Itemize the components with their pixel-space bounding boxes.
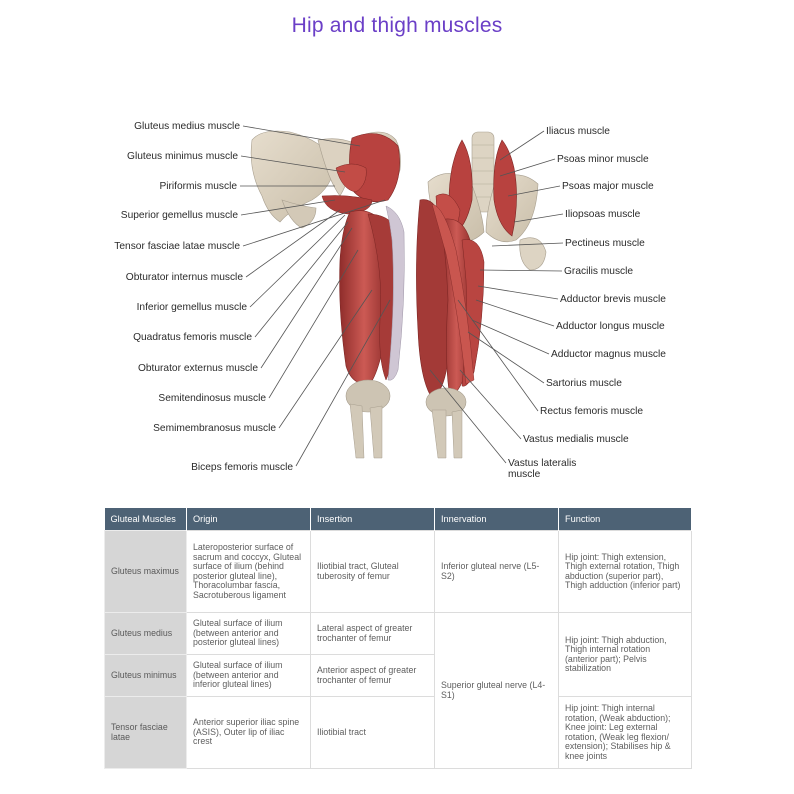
label-obturator-internus: Obturator internus muscle [126, 272, 244, 283]
cell-origin: Gluteal surface of ilium (between anteri… [186, 612, 311, 655]
label-semimembranosus: Semimembranosus muscle [153, 423, 276, 434]
left-leader-lines [240, 125, 391, 467]
label-piriformis: Piriformis muscle [159, 181, 237, 192]
gluteal-muscles-table: Gluteal Muscles Origin Insertion Innerva… [104, 508, 692, 769]
label-tensor-fasciae-latae: Tensor fasciae latae muscle [114, 241, 240, 252]
cell-origin: Gluteal surface of ilium (between anteri… [186, 654, 311, 697]
cell-origin: Lateroposterior surface of sacrum and co… [186, 530, 311, 613]
label-biceps-femoris: Biceps femoris muscle [191, 462, 293, 473]
row-header-gluteus-medius: Gluteus medius [104, 612, 187, 655]
table-row: Gluteus medius Gluteal surface of ilium … [104, 612, 692, 769]
anatomy-illustration: Gluteus medius muscle Gluteus minimus mu… [114, 121, 666, 480]
posterior-view-figure [250, 130, 405, 459]
label-obturator-externus: Obturator externus muscle [138, 363, 258, 374]
left-labels: Gluteus medius muscle Gluteus minimus mu… [114, 121, 293, 473]
cell-insertion: Iliotibial tract [310, 696, 435, 769]
cell-insertion: Lateral aspect of greater trochanter of … [310, 612, 435, 655]
label-gluteus-minimus: Gluteus minimus muscle [127, 151, 238, 162]
label-inferior-gemellus: Inferior gemellus muscle [137, 302, 248, 313]
cell-innervation: Inferior gluteal nerve (L5-S2) [434, 530, 559, 613]
table-header-row: Gluteal Muscles Origin Insertion Innerva… [104, 508, 692, 531]
cell-origin: Anterior superior iliac spine (ASIS), Ou… [186, 696, 311, 769]
cell-function: Hip joint: Thigh internal rotation, (Wea… [558, 696, 692, 769]
anterior-view-figure [416, 131, 547, 459]
row-header-gluteus-minimus: Gluteus minimus [104, 654, 187, 697]
row-header-tensor-fasciae-latae: Tensor fasciae latae [104, 696, 187, 769]
header-gluteal-muscles: Gluteal Muscles [104, 508, 187, 531]
table-row: Gluteus minimus Gluteal surface of ilium… [104, 654, 692, 697]
right-labels: Iliacus muscle Psoas minor muscle Psoas … [508, 126, 666, 480]
cell-insertion: Iliotibial tract, Gluteal tuberosity of … [310, 530, 435, 613]
table-row: Gluteus maximus Lateroposterior surface … [104, 530, 692, 613]
label-rectus-femoris: Rectus femoris muscle [540, 406, 643, 417]
cell-function-shared: Hip joint: Thigh abduction, Thigh intern… [558, 612, 692, 697]
header-function: Function [558, 508, 692, 531]
label-vastus-medialis: Vastus medialis muscle [523, 434, 629, 445]
header-insertion: Insertion [310, 508, 435, 531]
header-innervation: Innervation [434, 508, 559, 531]
label-psoas-major: Psoas major muscle [562, 181, 654, 192]
label-adductor-magnus: Adductor magnus muscle [551, 349, 666, 360]
label-adductor-longus: Adductor longus muscle [556, 321, 665, 332]
label-iliacus: Iliacus muscle [546, 126, 610, 137]
label-adductor-brevis: Adductor brevis muscle [560, 294, 666, 305]
label-superior-gemellus: Superior gemellus muscle [121, 210, 239, 221]
label-sartorius: Sartorius muscle [546, 378, 622, 389]
cell-function: Hip joint: Thigh extension, Thigh extern… [558, 530, 692, 613]
label-pectineus: Pectineus muscle [565, 238, 645, 249]
table-row: Tensor fasciae latae Anterior superior i… [104, 696, 692, 769]
label-vastus-lateralis: Vastus lateralis [508, 458, 576, 469]
label-semitendinosus: Semitendinosus muscle [158, 393, 266, 404]
label-vastus-lateralis-line2: muscle [508, 469, 541, 480]
label-quadratus-femoris: Quadratus femoris muscle [133, 332, 252, 343]
cell-insertion: Anterior aspect of greater trochanter of… [310, 654, 435, 697]
label-iliopsoas: Iliopsoas muscle [565, 209, 641, 220]
label-psoas-minor: Psoas minor muscle [557, 154, 649, 165]
right-leader-lines [429, 130, 564, 464]
row-header-gluteus-maximus: Gluteus maximus [104, 530, 187, 613]
page-title: Hip and thigh muscles [291, 14, 503, 37]
cell-innervation-shared: Superior gluteal nerve (L4-S1) [434, 612, 559, 769]
label-gluteus-medius: Gluteus medius muscle [134, 121, 240, 132]
header-origin: Origin [186, 508, 311, 531]
label-gracilis: Gracilis muscle [564, 266, 633, 277]
